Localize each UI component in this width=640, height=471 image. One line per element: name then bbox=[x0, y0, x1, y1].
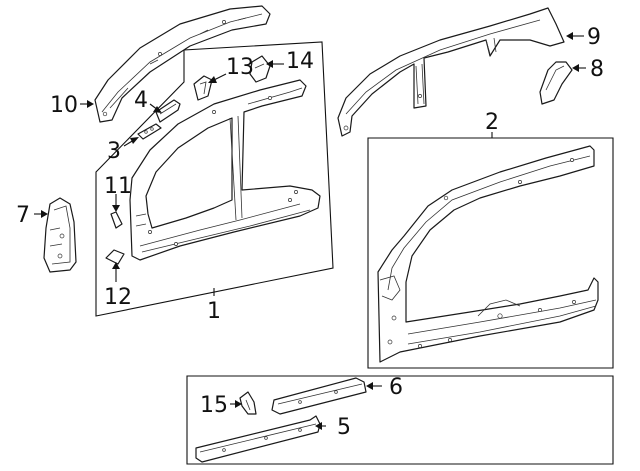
part-3-plate[interactable] bbox=[137, 123, 162, 140]
part-7-pillar-section[interactable] bbox=[43, 197, 77, 273]
part-14-bracket[interactable] bbox=[249, 55, 271, 83]
callout-6: 6 bbox=[389, 375, 403, 400]
callout-4: 4 bbox=[134, 88, 148, 113]
part-11-clip[interactable] bbox=[110, 211, 123, 229]
group-box-1 bbox=[95, 41, 334, 317]
part-1-inner-side-frame[interactable] bbox=[129, 79, 321, 261]
callout-12: 12 bbox=[104, 285, 132, 310]
group-box-2 bbox=[367, 137, 614, 369]
callout-9: 9 bbox=[587, 25, 601, 50]
callout-3: 3 bbox=[107, 139, 121, 164]
part-8-pillar-piece[interactable] bbox=[539, 61, 573, 105]
callout-5: 5 bbox=[337, 415, 351, 440]
part-6-rocker-reinforcement[interactable] bbox=[271, 377, 367, 415]
callout-15: 15 bbox=[200, 393, 228, 418]
callout-1: 1 bbox=[207, 299, 221, 324]
callout-10: 10 bbox=[50, 93, 78, 118]
callout-8: 8 bbox=[590, 57, 604, 82]
callout-14: 14 bbox=[286, 49, 314, 74]
part-5-rocker-reinforcement[interactable] bbox=[195, 415, 321, 463]
callout-2: 2 bbox=[485, 110, 499, 135]
part-10-a-pillar-reinforcement[interactable] bbox=[94, 5, 271, 123]
part-15-bracket[interactable] bbox=[239, 391, 257, 415]
leader-13 bbox=[213, 73, 227, 81]
callout-7: 7 bbox=[16, 203, 30, 228]
callout-11: 11 bbox=[104, 174, 132, 199]
callout-numbers: 1 2 3 4 5 6 7 8 9 10 11 12 13 14 15 bbox=[16, 25, 604, 440]
part-2-outer-side-panel[interactable] bbox=[377, 145, 599, 363]
part-12-plate[interactable] bbox=[105, 249, 125, 265]
part-9-roof-rail[interactable] bbox=[337, 7, 565, 137]
part-4-bracket[interactable] bbox=[155, 99, 181, 123]
part-13-bracket[interactable] bbox=[193, 75, 213, 101]
callout-13: 13 bbox=[226, 55, 254, 80]
group-box-3 bbox=[186, 375, 614, 465]
